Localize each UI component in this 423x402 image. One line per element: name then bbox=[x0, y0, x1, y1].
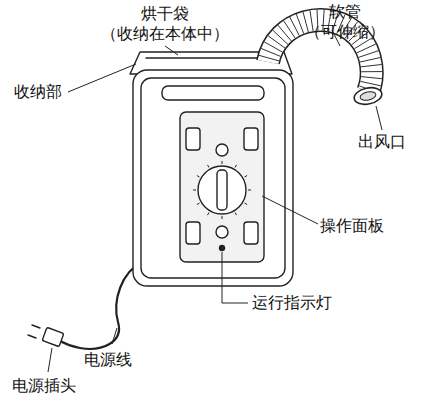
dial-tick bbox=[193, 190, 196, 191]
main-body bbox=[133, 70, 293, 286]
hose-rib bbox=[296, 14, 304, 34]
dial-tick bbox=[245, 176, 248, 178]
hose-rib bbox=[360, 81, 381, 85]
power-plug-label: 电源插头 bbox=[12, 376, 76, 396]
hose-rib bbox=[357, 44, 376, 53]
hose-rib bbox=[290, 17, 300, 36]
hose-rib bbox=[361, 71, 382, 72]
hose-rib bbox=[278, 25, 292, 41]
dial-tick bbox=[248, 190, 251, 191]
timer-dial bbox=[198, 166, 246, 214]
dial-tick bbox=[222, 161, 223, 164]
hose-rib bbox=[268, 36, 285, 48]
air-outlet bbox=[353, 85, 384, 106]
dial-tick bbox=[197, 176, 200, 178]
dial-tick bbox=[235, 165, 237, 168]
power-cord-label: 电源线 bbox=[84, 350, 132, 370]
hose-rib bbox=[360, 57, 381, 62]
dial-tick bbox=[197, 203, 200, 205]
power-plug bbox=[28, 325, 64, 347]
hose-rib bbox=[264, 42, 282, 52]
handle-slot bbox=[162, 86, 264, 100]
drying-bag-label: 烘干袋 （收纳在本体中） bbox=[95, 4, 235, 44]
indicator-lamp-label: 运行指示灯 bbox=[252, 293, 332, 313]
hose-rib bbox=[359, 51, 379, 58]
dial-tick bbox=[245, 203, 248, 205]
hose-rib bbox=[273, 30, 288, 44]
hose-label: 软管 （可伸缩） bbox=[290, 2, 400, 42]
dial-tick bbox=[222, 216, 223, 219]
dial-tick bbox=[208, 213, 210, 216]
storage-part-label: 收纳部 bbox=[14, 82, 62, 102]
run-indicator-lamp bbox=[220, 246, 225, 251]
hose-rib bbox=[259, 55, 279, 61]
dial-tick bbox=[235, 213, 237, 216]
dial-tick bbox=[208, 165, 210, 168]
leader-lines bbox=[48, 30, 382, 372]
power-cord bbox=[58, 262, 142, 349]
hose-rib bbox=[361, 77, 382, 79]
operation-panel-label: 操作面板 bbox=[320, 216, 384, 236]
air-outlet-label: 出风口 bbox=[358, 132, 406, 152]
operation-panel bbox=[180, 112, 264, 262]
hose-rib bbox=[361, 64, 382, 66]
